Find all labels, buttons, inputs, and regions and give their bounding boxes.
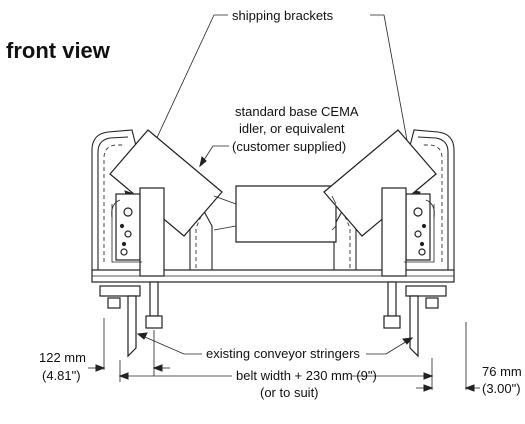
dimension-left bbox=[88, 318, 170, 376]
idler-label-line2: idler, or equivalent bbox=[239, 121, 345, 136]
belt-width-label-line2: (or to suit) bbox=[260, 385, 319, 400]
arrow-left-stringer bbox=[136, 332, 148, 340]
dimension-belt-width bbox=[118, 360, 434, 382]
mounting-bolts bbox=[107, 281, 439, 329]
right-dim-in: (3.00") bbox=[482, 381, 521, 396]
stringers-label: existing conveyor stringers bbox=[206, 346, 360, 361]
left-dim-in: (4.81") bbox=[42, 368, 81, 383]
arrow-idler bbox=[199, 156, 207, 168]
leader-right-bracket bbox=[370, 14, 419, 201]
idler-label-line3: (customer supplied) bbox=[232, 139, 346, 154]
right-dim-mm: 76 mm bbox=[482, 364, 522, 379]
arrow-right-stringer bbox=[402, 337, 414, 345]
leader-right-stringer bbox=[366, 337, 413, 355]
idler-label-line1: standard base CEMA bbox=[235, 104, 359, 119]
right-shipping-bracket bbox=[381, 187, 435, 277]
left-dim-mm: 122 mm bbox=[39, 350, 86, 365]
left-shipping-bracket bbox=[111, 187, 165, 277]
diagram-title: front view bbox=[6, 38, 111, 63]
leader-left-stringer bbox=[137, 333, 202, 355]
idler-frame bbox=[91, 129, 455, 270]
center-roller bbox=[235, 185, 337, 243]
shipping-brackets-label: shipping brackets bbox=[232, 8, 334, 23]
idler-rollers bbox=[109, 129, 437, 243]
belt-width-label-line1: belt width + 230 mm (9") bbox=[236, 368, 377, 383]
conveyor-stringers bbox=[99, 285, 447, 358]
dimension-right bbox=[416, 322, 480, 392]
